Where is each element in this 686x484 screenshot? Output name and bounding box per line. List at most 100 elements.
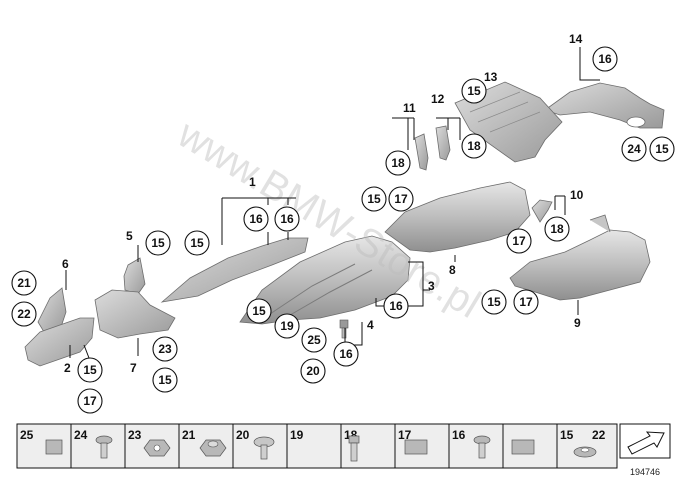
- legend-16: 16: [452, 428, 466, 442]
- svg-text:17: 17: [512, 234, 526, 248]
- svg-text:18: 18: [550, 222, 564, 236]
- label-14: 14: [569, 32, 583, 46]
- callout-16: 16: [243, 206, 269, 232]
- label-2: 2: [64, 361, 71, 375]
- circled-callouts: 16 15 24 15 18 18 15 17 16 16 15 15 18 1…: [11, 46, 675, 414]
- bracket-11: [414, 133, 429, 171]
- screw-icon: [473, 435, 491, 459]
- legend-15: 15: [560, 428, 574, 442]
- callout-15: 15: [152, 367, 178, 393]
- legend-25: 25: [20, 428, 34, 442]
- legend-19: 19: [290, 428, 304, 442]
- legend-21: 21: [182, 428, 196, 442]
- front-direction-arrow-icon: [627, 431, 665, 455]
- fastener-legend: 25 24 23 21 20 19 18 17 16 15 22: [16, 423, 671, 469]
- hex-bolt-icon: [348, 435, 360, 462]
- svg-text:17: 17: [394, 192, 408, 206]
- label-8: 8: [449, 263, 456, 277]
- label-11: 11: [403, 101, 416, 115]
- legend-23: 23: [128, 428, 142, 442]
- svg-text:15: 15: [151, 236, 165, 250]
- heat-shield-2: [24, 317, 95, 367]
- bolt-4: [339, 319, 349, 339]
- bracket-12: [435, 125, 451, 161]
- svg-text:17: 17: [83, 394, 97, 408]
- svg-text:15: 15: [367, 192, 381, 206]
- svg-text:25: 25: [307, 333, 321, 347]
- heat-shield-9: [509, 214, 651, 301]
- callout-15: 15: [361, 186, 387, 212]
- callout-15: 15: [77, 357, 103, 383]
- clip-nut-icon: [45, 439, 63, 455]
- label-10: 10: [570, 188, 584, 202]
- callout-18: 18: [461, 133, 487, 159]
- svg-text:18: 18: [467, 139, 481, 153]
- callout-16: 16: [333, 341, 359, 367]
- label-13: 13: [484, 70, 498, 84]
- svg-text:19: 19: [280, 319, 294, 333]
- svg-text:16: 16: [339, 347, 353, 361]
- legend-22: 22: [592, 428, 606, 442]
- callout-15: 15: [481, 289, 507, 315]
- label-7: 7: [130, 361, 137, 375]
- callout-15: 15: [246, 298, 272, 324]
- callout-18: 18: [544, 216, 570, 242]
- callout-16: 16: [274, 206, 300, 232]
- svg-text:15: 15: [83, 363, 97, 377]
- svg-text:16: 16: [389, 299, 403, 313]
- nut-icon: [573, 446, 597, 458]
- callout-19: 19: [274, 313, 300, 339]
- callout-17: 17: [506, 228, 532, 254]
- callout-15: 15: [184, 230, 210, 256]
- callout-25: 25: [301, 327, 327, 353]
- callout-18: 18: [385, 150, 411, 176]
- svg-text:16: 16: [249, 212, 263, 226]
- callout-23: 23: [152, 336, 178, 362]
- clip-icon: [511, 439, 535, 455]
- document-id: 194746: [630, 467, 660, 477]
- svg-text:15: 15: [487, 295, 501, 309]
- svg-text:15: 15: [467, 84, 481, 98]
- label-5: 5: [126, 229, 133, 243]
- flange-bolt-icon: [95, 435, 113, 459]
- legend-24: 24: [74, 428, 88, 442]
- label-6: 6: [62, 257, 69, 271]
- callout-21: 21: [11, 270, 37, 296]
- svg-text:15: 15: [252, 304, 266, 318]
- heat-shield-14: [544, 82, 665, 129]
- callout-15: 15: [461, 78, 487, 104]
- callout-15: 15: [649, 136, 675, 162]
- callout-24: 24: [621, 136, 647, 162]
- collar-nut-icon: [199, 439, 227, 457]
- label-12: 12: [431, 92, 445, 106]
- svg-text:21: 21: [17, 276, 31, 290]
- callout-17: 17: [388, 186, 414, 212]
- svg-text:16: 16: [598, 52, 612, 66]
- part-number-labels: 1 2 3 4 5 6 7 8 9 10 11 12 13 14: [62, 32, 584, 375]
- heat-shield-7: [94, 289, 176, 339]
- label-4: 4: [367, 318, 374, 332]
- svg-text:20: 20: [306, 364, 320, 378]
- svg-text:22: 22: [17, 307, 31, 321]
- svg-text:16: 16: [280, 212, 294, 226]
- hex-nut-icon: [143, 439, 171, 457]
- svg-text:17: 17: [519, 295, 533, 309]
- washer-screw-icon: [253, 436, 275, 460]
- bracket-5: [123, 257, 146, 295]
- svg-text:15: 15: [158, 373, 172, 387]
- label-3: 3: [428, 279, 435, 293]
- svg-text:23: 23: [158, 342, 172, 356]
- callout-17: 17: [513, 289, 539, 315]
- callout-15: 15: [145, 230, 171, 256]
- bracket-10: [531, 199, 553, 223]
- heat-shield-8: [384, 181, 531, 253]
- svg-text:18: 18: [391, 156, 405, 170]
- legend-17: 17: [398, 428, 412, 442]
- svg-text:15: 15: [655, 142, 669, 156]
- callout-16: 16: [383, 293, 409, 319]
- legend-20: 20: [236, 428, 250, 442]
- label-1: 1: [249, 175, 256, 189]
- heat-shield-1: [160, 237, 309, 303]
- svg-text:15: 15: [190, 236, 204, 250]
